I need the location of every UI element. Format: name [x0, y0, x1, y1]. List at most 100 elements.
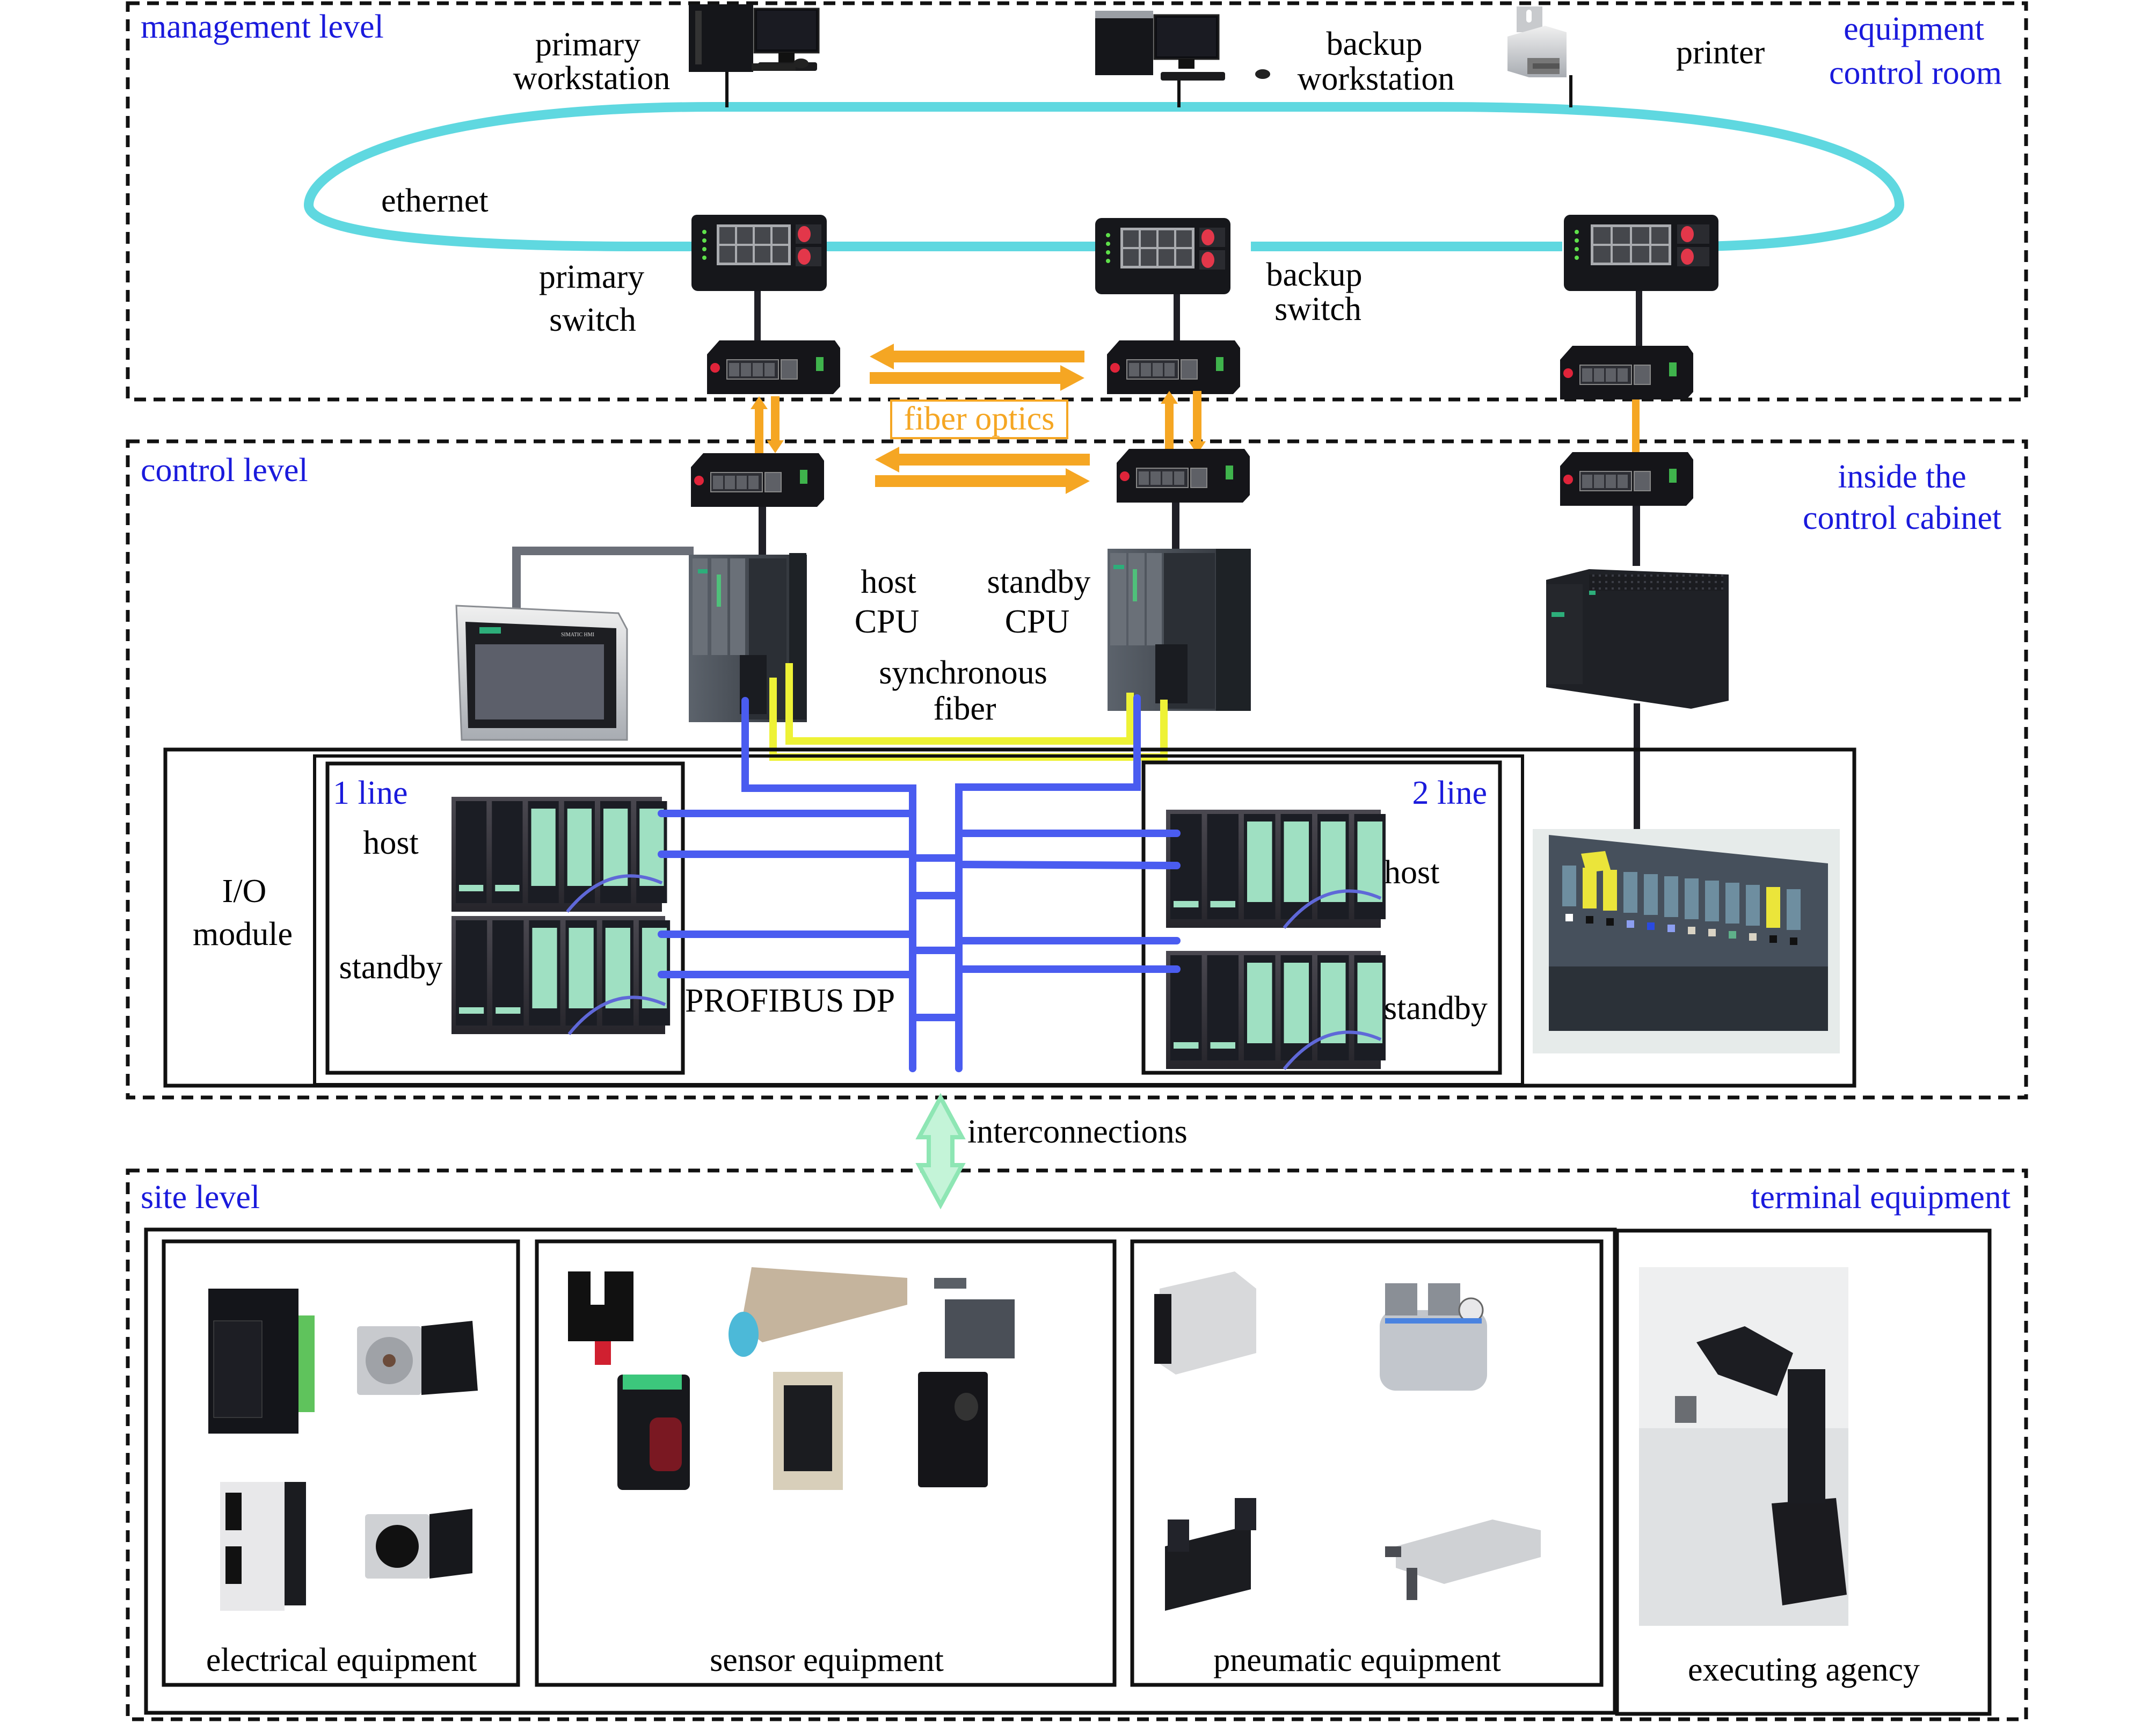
- hmi-model-text: SIMATIC HMI: [561, 632, 594, 638]
- site-devices-outer-box: [144, 1227, 1617, 1715]
- cable: [754, 291, 761, 340]
- fiber-optics-label: fiber optics: [904, 401, 1055, 437]
- host-cpu[interactable]: [689, 553, 807, 722]
- et200sp-module: [1746, 885, 1760, 926]
- fiber-optic-arrows-bottom: [875, 447, 1090, 494]
- solenoid-valve: [1165, 1498, 1256, 1611]
- third-switch[interactable]: [1564, 215, 1718, 291]
- executing-agency-box: [1615, 1228, 1992, 1716]
- fiber-optic-arrows-top: [870, 344, 1084, 391]
- line2-box: [1141, 760, 1502, 1075]
- stepper-motor-large: [357, 1321, 478, 1395]
- executing-agency-label: executing agency: [1688, 1652, 1920, 1688]
- io-module-box: [313, 754, 1524, 1086]
- cabinet-label-line1: inside the: [1838, 459, 1966, 495]
- limit-switch: [934, 1278, 1015, 1358]
- media-converter-backup-top[interactable]: [1107, 340, 1240, 394]
- et200sp-module: [1685, 878, 1699, 919]
- line2-title: 2 line: [1412, 775, 1487, 811]
- backup-switch[interactable]: [1095, 218, 1230, 294]
- pneumatic-equipment-label: pneumatic equipment: [1213, 1642, 1501, 1678]
- line1-title: 1 line: [333, 775, 407, 811]
- management-level-frame: [126, 1, 2028, 402]
- hmi-touch-panel[interactable]: SIMATIC HMI: [455, 605, 628, 741]
- inductive-proximity-sensor: [729, 1267, 907, 1357]
- media-converter-third-top[interactable]: [1560, 346, 1693, 399]
- line2-host-io-rack: [1166, 810, 1386, 929]
- electrical-equipment-box: [162, 1239, 520, 1687]
- cable: [1636, 291, 1642, 347]
- printer-label: printer: [1676, 34, 1765, 71]
- backup-workstation-label-1: backup: [1326, 26, 1422, 62]
- fiber-optic-vertical-third: [1632, 399, 1640, 452]
- servo-driver: [220, 1482, 306, 1611]
- photoelectric-sensor-red: [617, 1375, 690, 1490]
- media-converter-primary-bottom[interactable]: [691, 453, 824, 507]
- primary-switch-label-1: primary: [539, 259, 644, 295]
- io-module-label-1: I/O: [222, 873, 267, 910]
- backup-switch-label-2: switch: [1274, 291, 1361, 328]
- line2-host-label: host: [1384, 854, 1439, 891]
- profibus-dp-label: PROFIBUS DP: [685, 983, 895, 1019]
- et200sp-module: [1705, 881, 1719, 921]
- cable: [1633, 506, 1640, 566]
- cable: [1634, 703, 1640, 835]
- slot-sensor: [568, 1267, 633, 1365]
- et200sp-module: [1766, 887, 1780, 928]
- primary-workstation-label-2: workstation: [513, 60, 671, 97]
- interconnections-arrow[interactable]: [915, 1093, 966, 1210]
- line1-host-io-rack: [451, 797, 667, 913]
- standby-cpu[interactable]: [1108, 549, 1251, 711]
- et200sp-module: [1603, 870, 1617, 911]
- et200sp-remote-io[interactable]: [1533, 829, 1840, 1053]
- primary-switch-label-2: switch: [549, 302, 636, 338]
- cable: [759, 507, 766, 556]
- pneumatic-cylinder: [1154, 1271, 1256, 1375]
- fiber-optic-vertical-primary: [751, 396, 784, 454]
- line2-standby-io-rack: [1166, 951, 1386, 1070]
- media-converter-primary-top[interactable]: [707, 340, 840, 394]
- media-converter-backup-bottom[interactable]: [1117, 449, 1250, 503]
- primary-switch-body: [691, 215, 827, 291]
- s7-200-smart-plc[interactable]: [1546, 569, 1729, 709]
- io-racks: [451, 797, 1386, 1070]
- stepper-motor-small: [365, 1509, 472, 1579]
- backup-switch-label-1: backup: [1266, 257, 1362, 293]
- ethernet-label: ethernet: [381, 183, 489, 219]
- et200sp-module: [1725, 883, 1739, 924]
- pneumatic-gripper: [1385, 1520, 1541, 1600]
- line2-standby-label: standby: [1384, 990, 1488, 1027]
- cabinet-label-line2: control cabinet: [1803, 500, 2001, 536]
- et200sp-module: [1644, 874, 1658, 915]
- stepper-driver: [208, 1289, 315, 1434]
- air-compressor: [1380, 1283, 1487, 1391]
- robot-arm-photo: [1639, 1267, 1848, 1626]
- site-level-frame: [126, 1168, 2028, 1721]
- backup-workstation-label-2: workstation: [1298, 61, 1455, 97]
- line1-box: [325, 761, 685, 1075]
- backup-workstation[interactable]: [1095, 11, 1270, 81]
- electrical-equipment-label: electrical equipment: [206, 1642, 477, 1678]
- primary-workstation-label-1: primary: [535, 26, 640, 63]
- printer[interactable]: [1507, 6, 1567, 77]
- et200sp-module: [1664, 876, 1678, 917]
- ethernet-ring: [303, 102, 1905, 251]
- photoelectric-sensor-silver: [773, 1372, 843, 1490]
- line1-standby-label: standby: [339, 949, 443, 986]
- location-label-line1: equipment: [1844, 11, 1984, 47]
- primary-workstation[interactable]: [689, 4, 820, 72]
- et200sp-module: [1623, 872, 1637, 913]
- profibus-dp-bus: [658, 694, 1181, 1072]
- location-label-line2: control room: [1829, 55, 2002, 91]
- media-converter-third-bottom[interactable]: [1560, 452, 1693, 506]
- et200sp-module: [1562, 866, 1576, 906]
- standby-cpu-label-2: CPU: [1005, 604, 1070, 640]
- control-level-label: control level: [141, 452, 308, 489]
- sensor-equipment-box: [535, 1239, 1117, 1687]
- hmi-cable: [512, 547, 694, 612]
- host-cpu-label-1: host: [861, 564, 916, 600]
- control-level-frame: [126, 439, 2028, 1100]
- et200sp-module: [1583, 868, 1597, 908]
- cable: [1172, 503, 1179, 556]
